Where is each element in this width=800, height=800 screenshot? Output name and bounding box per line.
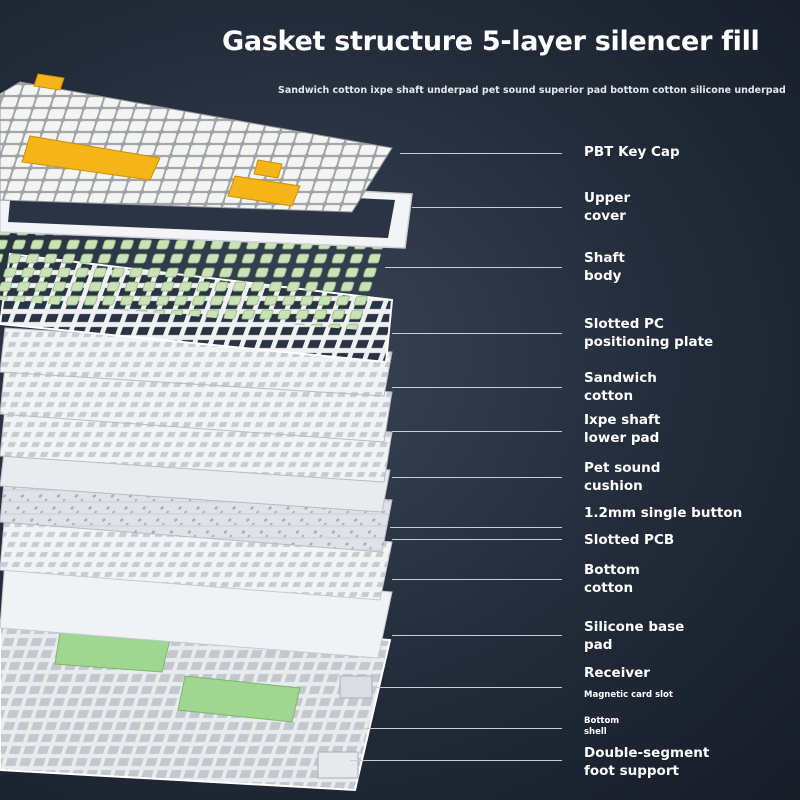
leader-line xyxy=(355,728,562,729)
leader-line xyxy=(400,153,562,154)
keycaps-graphic xyxy=(0,73,393,213)
leader-line xyxy=(392,579,562,580)
leader-line xyxy=(392,477,562,478)
label-receiver: Receiver xyxy=(584,665,650,681)
subtitle: Sandwich cotton ixpe shaft underpad pet … xyxy=(278,85,786,96)
foot-support-graphic xyxy=(317,751,359,779)
magnetic-card-slot-graphic xyxy=(339,675,373,699)
label-pbt-key-cap: PBT Key Cap xyxy=(584,144,680,160)
label-slotted-pcb: Slotted PCB xyxy=(584,532,675,548)
leader-line xyxy=(392,333,562,334)
leader-line xyxy=(385,267,562,268)
label-single-button: 1.2mm single button xyxy=(584,505,743,521)
label-magnetic-card-slot: Magnetic card slot xyxy=(584,690,673,700)
leader-line xyxy=(350,760,562,761)
page-title: Gasket structure 5-layer silencer fill xyxy=(222,26,760,57)
leader-line xyxy=(392,635,562,636)
leader-line xyxy=(392,539,562,540)
leader-line xyxy=(392,431,562,432)
leader-line xyxy=(392,387,562,388)
leader-line xyxy=(412,207,562,208)
leader-line xyxy=(390,527,562,528)
leader-line xyxy=(375,687,562,688)
